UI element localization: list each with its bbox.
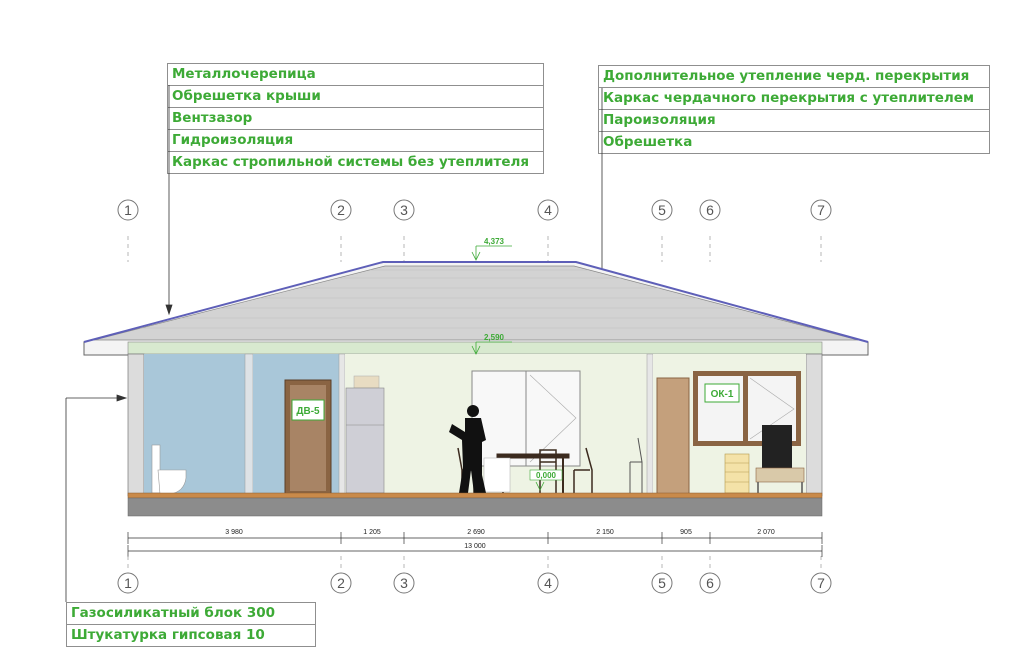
svg-text:7: 7 [817, 202, 825, 218]
axis-bubble-top-4: 4 [537, 199, 559, 221]
svg-text:6: 6 [706, 575, 714, 591]
chair-icon [629, 437, 643, 493]
ceiling-elevation-text: 2,590 [484, 333, 505, 342]
svg-text:4: 4 [544, 575, 552, 591]
interior-door-icon [656, 377, 690, 495]
legend-wall-item-1: Газосиликатный блок 300 [67, 603, 315, 625]
dim-segment-3: 2 690 [467, 529, 485, 536]
legend-ceiling-layers: Дополнительное утепление черд. перекрыти… [598, 65, 990, 154]
grid-axes-bottom: 1 2 3 4 5 6 7 [117, 572, 832, 594]
toilet-icon [151, 444, 187, 495]
floor-finish [127, 492, 823, 499]
axis-bubble-top-2: 2 [330, 199, 352, 221]
legend-ceiling-item-3: Пароизоляция [599, 110, 989, 132]
legend-ceiling-item-4: Обрешетка [599, 132, 989, 154]
legend-roof-item-1: Металлочерепица [168, 64, 543, 86]
axis-dash-lines [127, 236, 822, 262]
axis-bubble-bottom-1: 1 [117, 572, 139, 594]
axis-bubble-top-5: 5 [651, 199, 673, 221]
person-silhouette-icon [449, 405, 486, 493]
axis-bubble-bottom-7: 7 [810, 572, 832, 594]
axis-bubble-bottom-3: 3 [393, 572, 415, 594]
balcony-door-icon [471, 370, 581, 467]
legend-ceiling-item-1: Дополнительное утепление черд. перекрыти… [599, 66, 989, 88]
axis-bubble-bottom-2: 2 [330, 572, 352, 594]
svg-text:5: 5 [658, 202, 666, 218]
dim-segment-4: 2 150 [596, 529, 614, 536]
partition-wall-2 [646, 353, 654, 497]
roof [83, 261, 869, 356]
dim-segment-6: 2 070 [757, 529, 775, 536]
axis-bubble-top-3: 3 [393, 199, 415, 221]
floor-slab [127, 497, 823, 517]
dining-table-icon [457, 447, 593, 493]
axis-bubble-bottom-4: 4 [537, 572, 559, 594]
ceiling-elevation-marker: 2,590 [471, 333, 512, 355]
window-tag [704, 383, 740, 403]
legend-roof-layers: Металлочерепица Обрешетка крыши Вентзазо… [167, 63, 544, 174]
dim-segment-2: 1 205 [363, 529, 381, 536]
svg-text:2: 2 [337, 202, 345, 218]
wall-right [805, 353, 823, 497]
axis-bubble-bottom-5: 5 [651, 572, 673, 594]
legend-roof-item-3: Вентзазор [168, 108, 543, 130]
dim-segment-1: 3 980 [225, 529, 243, 536]
svg-text:3: 3 [400, 202, 408, 218]
axis-bubble-top-6: 6 [699, 199, 721, 221]
legend-roof-item-5: Каркас стропильной системы без утеплител… [168, 152, 543, 174]
window-tag-text: ОК-1 [711, 389, 734, 400]
fridge-icon [345, 375, 385, 494]
floor-elevation-text: 0,000 [536, 471, 557, 480]
svg-text:5: 5 [658, 575, 666, 591]
axis-bubble-top-7: 7 [810, 199, 832, 221]
dimension-chain: 3 980 1 205 2 690 2 150 905 2 070 13 000 [127, 529, 823, 557]
axis-bubble-top-1: 1 [117, 199, 139, 221]
wall-left [127, 353, 145, 497]
bed-icon [755, 425, 805, 493]
svg-text:3: 3 [400, 575, 408, 591]
grid-axes-top: 1 2 3 4 5 6 7 [117, 199, 832, 221]
dim-total: 13 000 [464, 543, 486, 550]
svg-text:1: 1 [124, 575, 132, 591]
svg-text:2: 2 [337, 575, 345, 591]
ridge-elevation-text: 4,373 [484, 237, 505, 246]
svg-text:4: 4 [544, 202, 552, 218]
svg-text:1: 1 [124, 202, 132, 218]
axis-bubble-bottom-6: 6 [699, 572, 721, 594]
dresser-icon [724, 453, 750, 494]
legend-ceiling-item-2: Каркас чердачного перекрытия с утеплител… [599, 88, 989, 110]
legend-wall-layers: Газосиликатный блок 300 Штукатурка гипсо… [66, 602, 316, 647]
pipe-riser [244, 353, 254, 497]
legend-roof-item-4: Гидроизоляция [168, 130, 543, 152]
door-dv5: ДВ-5 [284, 379, 332, 495]
ridge-elevation-marker: 4,373 [471, 237, 512, 261]
legend-wall-item-2: Штукатурка гипсовая 10 [67, 625, 315, 647]
svg-text:7: 7 [817, 575, 825, 591]
partition-wall [338, 353, 346, 497]
door-tag [291, 399, 325, 421]
svg-text:6: 6 [706, 202, 714, 218]
legend-roof-item-2: Обрешетка крыши [168, 86, 543, 108]
floor-elevation-marker: 0,000 [529, 469, 563, 491]
dim-segment-5: 905 [680, 529, 692, 536]
door-tag-text: ДВ-5 [296, 406, 320, 417]
